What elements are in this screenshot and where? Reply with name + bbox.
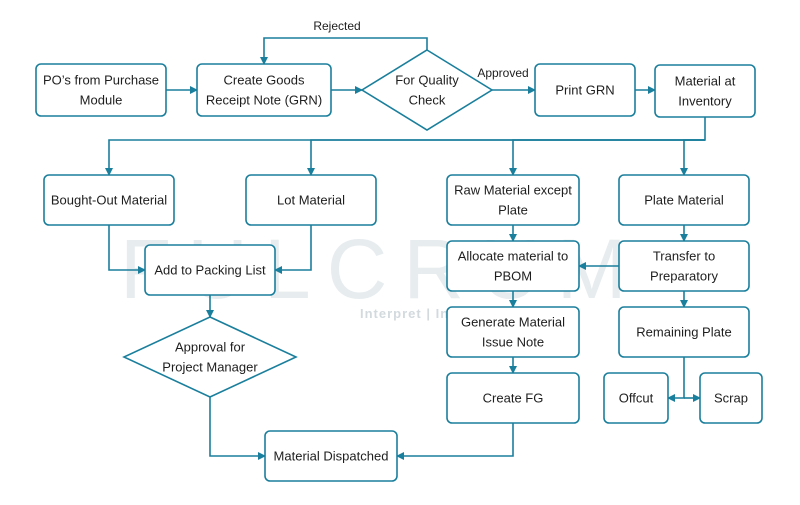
node-po-label-0: PO’s from Purchase bbox=[43, 73, 159, 88]
edge-line bbox=[108, 225, 146, 274]
node-fg[interactable]: Create FG bbox=[446, 372, 580, 424]
node-scrap-label-0: Scrap bbox=[714, 391, 748, 406]
node-dispatched[interactable]: Material Dispatched bbox=[264, 430, 398, 482]
node-remaining-label-0: Remaining Plate bbox=[636, 325, 731, 340]
node-lot[interactable]: Lot Material bbox=[245, 174, 377, 226]
node-packing-shape bbox=[144, 244, 276, 296]
node-approval-label-0: Approval for bbox=[175, 340, 246, 355]
node-remaining[interactable]: Remaining Plate bbox=[618, 306, 750, 358]
node-grn-label-1: Receipt Note (GRN) bbox=[206, 93, 322, 108]
node-qc-shape bbox=[360, 49, 494, 131]
edge-line bbox=[680, 139, 705, 176]
node-gmin-shape bbox=[446, 306, 580, 358]
edge-label-approved: Approved bbox=[477, 66, 528, 80]
node-packing-label-0: Add to Packing List bbox=[154, 263, 266, 278]
node-boughtout-label-0: Bought-Out Material bbox=[51, 193, 167, 208]
node-inventory-label-1: Inventory bbox=[678, 94, 732, 109]
edge-approval-to-dispatched bbox=[209, 397, 266, 460]
node-print-label-0: Print GRN bbox=[555, 83, 614, 98]
node-transfer-shape bbox=[618, 240, 750, 292]
node-approval-shape bbox=[122, 316, 298, 398]
node-plate[interactable]: Plate Material bbox=[618, 174, 750, 226]
node-po-label-1: Module bbox=[80, 93, 123, 108]
edge-label-rejected: Rejected bbox=[313, 19, 360, 33]
node-boughtout[interactable]: Bought-Out Material bbox=[43, 174, 175, 226]
node-transfer-label-0: Transfer to bbox=[653, 249, 715, 264]
node-scrap-shape bbox=[699, 372, 763, 424]
node-allocate[interactable]: Allocate material to PBOM bbox=[446, 240, 580, 292]
edge-line bbox=[209, 397, 266, 460]
node-qc-label-0: For Quality bbox=[395, 73, 459, 88]
node-grn-label-0: Create Goods bbox=[224, 73, 305, 88]
edge-fg-to-dispatched bbox=[396, 423, 514, 460]
node-offcut-label-0: Offcut bbox=[619, 391, 654, 406]
edge-inventory-to-plate bbox=[680, 139, 705, 176]
node-raw-label-0: Raw Material except bbox=[454, 183, 572, 198]
node-gmin-label-1: Issue Note bbox=[482, 335, 544, 350]
edge-line bbox=[105, 117, 706, 176]
node-po-shape bbox=[35, 63, 167, 117]
edge-qc-to-print: Approved bbox=[477, 66, 536, 94]
edge-boughtout-to-packing bbox=[108, 225, 146, 274]
node-fg-shape bbox=[446, 372, 580, 424]
node-approval-label-1: Project Manager bbox=[162, 360, 258, 375]
node-allocate-label-0: Allocate material to bbox=[458, 249, 569, 264]
node-remaining-shape bbox=[618, 306, 750, 358]
node-offcut[interactable]: Offcut bbox=[603, 372, 669, 424]
node-inventory-label-0: Material at bbox=[675, 74, 736, 89]
node-transfer-label-1: Preparatory bbox=[650, 269, 718, 284]
node-allocate-shape bbox=[446, 240, 580, 292]
edge-line bbox=[307, 139, 705, 176]
node-raw-shape bbox=[446, 174, 580, 226]
node-transfer[interactable]: Transfer to Preparatory bbox=[618, 240, 750, 292]
node-lot-shape bbox=[245, 174, 377, 226]
node-dispatched-label-0: Material Dispatched bbox=[274, 449, 389, 464]
node-plate-shape bbox=[618, 174, 750, 226]
edge-remaining-to-offcut bbox=[667, 357, 685, 402]
edge-line bbox=[509, 139, 705, 176]
edge-qc-to-grn: Rejected bbox=[260, 19, 428, 65]
edge-line bbox=[667, 357, 685, 402]
node-scrap[interactable]: Scrap bbox=[699, 372, 763, 424]
node-qc-label-1: Check bbox=[409, 93, 446, 108]
edge-line bbox=[274, 225, 312, 274]
node-inventory[interactable]: Material at Inventory bbox=[654, 64, 756, 118]
node-boughtout-shape bbox=[43, 174, 175, 226]
node-print-shape bbox=[534, 63, 636, 117]
edge-line bbox=[260, 37, 428, 65]
edge-line bbox=[396, 423, 514, 460]
node-offcut-shape bbox=[603, 372, 669, 424]
node-raw-label-1: Plate bbox=[498, 203, 528, 218]
node-lot-label-0: Lot Material bbox=[277, 193, 345, 208]
node-packing[interactable]: Add to Packing List bbox=[144, 244, 276, 296]
node-fg-label-0: Create FG bbox=[483, 391, 544, 406]
node-print[interactable]: Print GRN bbox=[534, 63, 636, 117]
node-allocate-label-1: PBOM bbox=[494, 269, 532, 284]
edge-lot-to-packing bbox=[274, 225, 312, 274]
node-dispatched-shape bbox=[264, 430, 398, 482]
edge-inventory-to-boughtout bbox=[105, 117, 706, 176]
node-plate-label-0: Plate Material bbox=[644, 193, 724, 208]
node-gmin-label-0: Generate Material bbox=[461, 315, 565, 330]
node-grn-shape bbox=[196, 63, 332, 117]
node-inventory-shape bbox=[654, 64, 756, 118]
edge-inventory-to-lot bbox=[307, 139, 705, 176]
edge-inventory-to-raw bbox=[509, 139, 705, 176]
